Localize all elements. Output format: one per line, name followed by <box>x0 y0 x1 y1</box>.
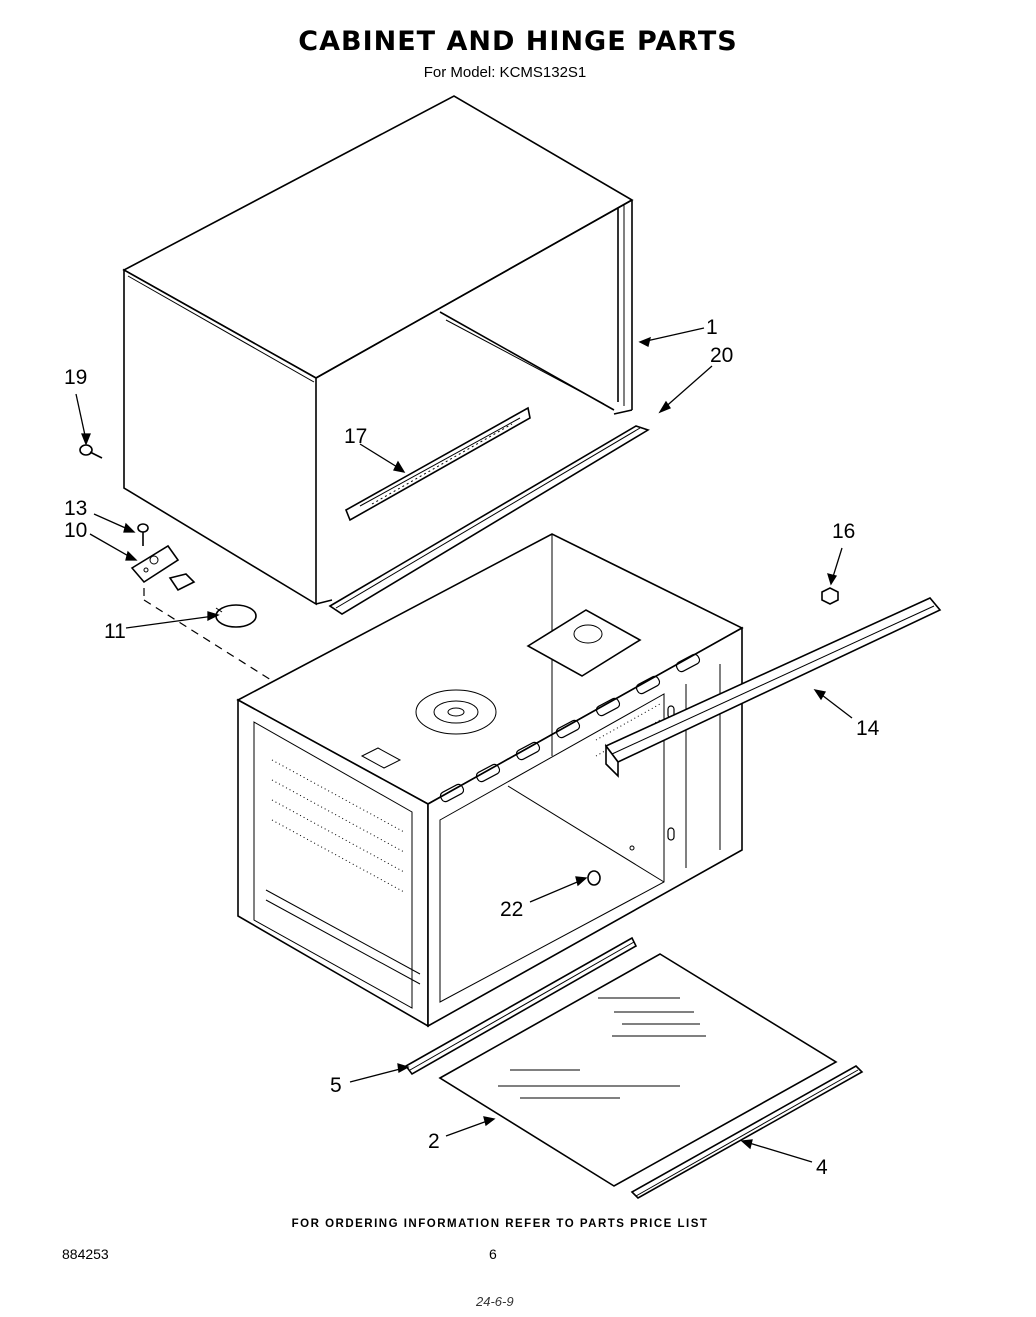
callout-4: 4 <box>816 1156 828 1179</box>
ordering-info-note: FOR ORDERING INFORMATION REFER TO PARTS … <box>291 1218 709 1230</box>
bottom-rail-20 <box>328 425 650 615</box>
callout-20: 20 <box>710 344 733 367</box>
callout-14: 14 <box>856 717 880 740</box>
document-number: 884253 <box>62 1246 109 1262</box>
hinge-assembly <box>130 523 361 737</box>
callout-17: 17 <box>344 425 367 448</box>
nut-16 <box>821 587 839 605</box>
cabinet-wrapper <box>122 95 634 606</box>
page-title: CABINET AND HINGE PARTS <box>298 26 738 57</box>
callout-2: 2 <box>428 1130 440 1153</box>
callout-11: 11 <box>104 620 126 643</box>
strip-4 <box>630 1065 864 1199</box>
screw-19 <box>79 444 103 459</box>
leader-lines <box>75 327 853 1163</box>
callout-10: 10 <box>64 519 87 542</box>
callout-22: 22 <box>500 898 523 921</box>
model-subtitle: For Model: KCMS132S1 <box>423 64 587 81</box>
glass-panel-2 <box>438 953 838 1187</box>
handwritten-note: 24-6-9 <box>476 1294 514 1309</box>
callout-19: 19 <box>64 366 87 389</box>
oven-chassis <box>236 533 744 1028</box>
callout-1: 1 <box>706 316 718 339</box>
page-number: 6 <box>489 1246 497 1262</box>
strip-5 <box>404 936 638 1076</box>
callout-5: 5 <box>330 1074 342 1097</box>
callout-16: 16 <box>832 520 855 543</box>
trim-strip-17 <box>344 406 531 522</box>
hinge-rail-14 <box>604 597 942 778</box>
callout-13: 13 <box>64 497 87 520</box>
